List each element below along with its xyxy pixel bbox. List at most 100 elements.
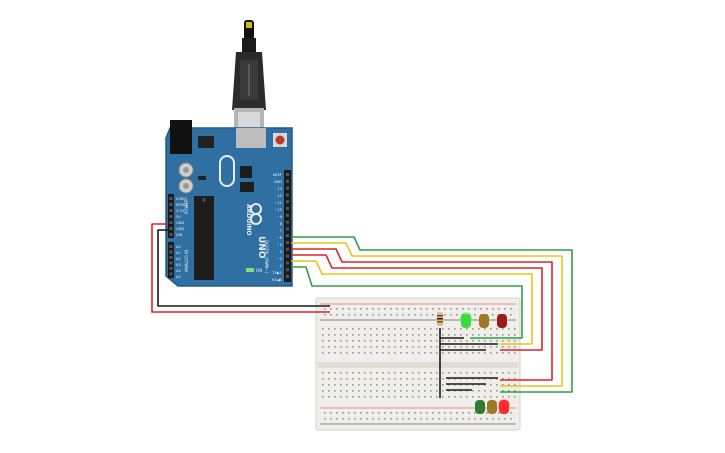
breadboard-hole[interactable]	[328, 378, 330, 380]
header-pin[interactable]	[169, 256, 173, 259]
header-pin[interactable]	[286, 261, 289, 265]
breadboard-hole[interactable]	[468, 418, 470, 420]
breadboard-hole[interactable]	[370, 328, 372, 330]
header-pin[interactable]	[169, 245, 173, 248]
breadboard-hole[interactable]	[334, 396, 336, 398]
breadboard-hole[interactable]	[418, 384, 420, 386]
breadboard-hole[interactable]	[384, 314, 386, 316]
breadboard-hole[interactable]	[340, 352, 342, 354]
breadboard-hole[interactable]	[358, 372, 360, 374]
breadboard-hole[interactable]	[348, 418, 350, 420]
breadboard-hole[interactable]	[436, 396, 438, 398]
breadboard-hole[interactable]	[388, 372, 390, 374]
breadboard-hole[interactable]	[402, 418, 404, 420]
breadboard-hole[interactable]	[378, 418, 380, 420]
breadboard-hole[interactable]	[328, 334, 330, 336]
breadboard-hole[interactable]	[418, 352, 420, 354]
breadboard-hole[interactable]	[384, 412, 386, 414]
breadboard-hole[interactable]	[454, 334, 456, 336]
breadboard-hole[interactable]	[430, 352, 432, 354]
breadboard-hole[interactable]	[510, 314, 512, 316]
breadboard-hole[interactable]	[370, 352, 372, 354]
breadboard-hole[interactable]	[496, 390, 498, 392]
breadboard-hole[interactable]	[394, 352, 396, 354]
breadboard-hole[interactable]	[394, 346, 396, 348]
breadboard-hole[interactable]	[376, 346, 378, 348]
breadboard-hole[interactable]	[514, 372, 516, 374]
breadboard-hole[interactable]	[400, 352, 402, 354]
breadboard-hole[interactable]	[334, 328, 336, 330]
breadboard-hole[interactable]	[486, 418, 488, 420]
breadboard-hole[interactable]	[358, 328, 360, 330]
breadboard-hole[interactable]	[508, 390, 510, 392]
breadboard-hole[interactable]	[496, 334, 498, 336]
breadboard-hole[interactable]	[472, 328, 474, 330]
breadboard-hole[interactable]	[342, 308, 344, 310]
breadboard-hole[interactable]	[490, 346, 492, 348]
breadboard-hole[interactable]	[414, 412, 416, 414]
breadboard-hole[interactable]	[502, 378, 504, 380]
breadboard-hole[interactable]	[366, 308, 368, 310]
breadboard-hole[interactable]	[394, 396, 396, 398]
breadboard-hole[interactable]	[372, 418, 374, 420]
breadboard-hole[interactable]	[366, 314, 368, 316]
breadboard-hole[interactable]	[454, 396, 456, 398]
breadboard-hole[interactable]	[478, 390, 480, 392]
breadboard-hole[interactable]	[436, 352, 438, 354]
breadboard-hole[interactable]	[430, 384, 432, 386]
breadboard-hole[interactable]	[348, 412, 350, 414]
breadboard-hole[interactable]	[502, 340, 504, 342]
breadboard-hole[interactable]	[330, 418, 332, 420]
breadboard-hole[interactable]	[514, 334, 516, 336]
breadboard-hole[interactable]	[420, 412, 422, 414]
breadboard-hole[interactable]	[418, 396, 420, 398]
breadboard-hole[interactable]	[352, 396, 354, 398]
breadboard-hole[interactable]	[450, 308, 452, 310]
breadboard-hole[interactable]	[414, 418, 416, 420]
arduino-uno-board[interactable]: ARDUINO UNO ON AREFGND1312~11~10~987~6~5…	[165, 120, 293, 287]
header-pin[interactable]	[286, 247, 289, 251]
breadboard-hole[interactable]	[412, 378, 414, 380]
breadboard-hole[interactable]	[502, 396, 504, 398]
breadboard-hole[interactable]	[324, 412, 326, 414]
breadboard-hole[interactable]	[496, 396, 498, 398]
breadboard-hole[interactable]	[432, 412, 434, 414]
breadboard-hole[interactable]	[460, 372, 462, 374]
breadboard[interactable]	[315, 297, 521, 431]
header-pin[interactable]	[286, 227, 289, 231]
breadboard-hole[interactable]	[448, 352, 450, 354]
breadboard-hole[interactable]	[508, 334, 510, 336]
breadboard-hole[interactable]	[382, 334, 384, 336]
breadboard-hole[interactable]	[364, 372, 366, 374]
breadboard-hole[interactable]	[336, 308, 338, 310]
breadboard-hole[interactable]	[490, 372, 492, 374]
header-pin[interactable]	[169, 209, 173, 212]
breadboard-hole[interactable]	[340, 396, 342, 398]
breadboard-hole[interactable]	[382, 378, 384, 380]
reset-button-icon[interactable]	[273, 133, 287, 147]
breadboard-hole[interactable]	[430, 396, 432, 398]
breadboard-hole[interactable]	[388, 328, 390, 330]
breadboard-hole[interactable]	[370, 378, 372, 380]
breadboard-hole[interactable]	[406, 378, 408, 380]
breadboard-hole[interactable]	[388, 378, 390, 380]
header-pin[interactable]	[286, 220, 289, 224]
breadboard-hole[interactable]	[462, 308, 464, 310]
breadboard-hole[interactable]	[490, 390, 492, 392]
breadboard-hole[interactable]	[360, 418, 362, 420]
breadboard-hole[interactable]	[472, 346, 474, 348]
breadboard-hole[interactable]	[340, 340, 342, 342]
breadboard-hole[interactable]	[502, 328, 504, 330]
led-green-bottom[interactable]	[475, 400, 485, 414]
header-pin[interactable]	[169, 272, 173, 276]
breadboard-hole[interactable]	[474, 418, 476, 420]
breadboard-hole[interactable]	[438, 412, 440, 414]
breadboard-hole[interactable]	[400, 328, 402, 330]
breadboard-hole[interactable]	[432, 418, 434, 420]
breadboard-hole[interactable]	[496, 340, 498, 342]
breadboard-hole[interactable]	[400, 372, 402, 374]
breadboard-hole[interactable]	[508, 384, 510, 386]
wire-red-top[interactable]	[291, 248, 553, 381]
breadboard-hole[interactable]	[424, 378, 426, 380]
breadboard-hole[interactable]	[346, 340, 348, 342]
